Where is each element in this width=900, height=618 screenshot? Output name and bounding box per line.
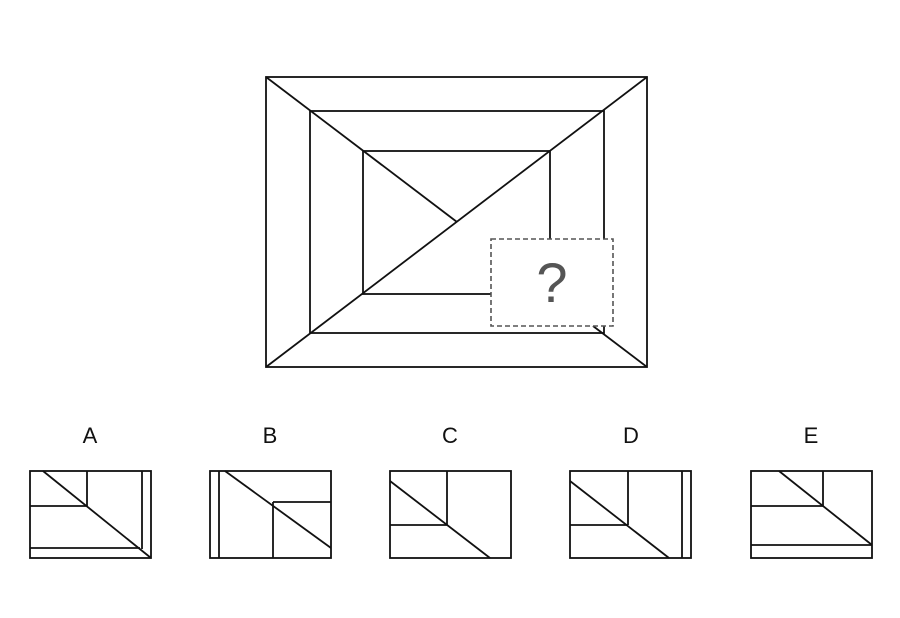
main-inner-frame	[362, 150, 551, 295]
main-figure: ?	[265, 76, 648, 368]
option-e-label: E	[804, 423, 819, 448]
option-c[interactable]	[389, 470, 512, 559]
option-a[interactable]	[29, 470, 152, 559]
main-diagonal-bottom-right-corner	[592, 325, 648, 368]
option-b[interactable]	[209, 470, 332, 559]
option-c-diagonal	[389, 480, 491, 559]
option-e-diagonal	[778, 470, 873, 546]
option-a-frame	[29, 470, 152, 559]
option-c-label: C	[442, 423, 458, 448]
option-d-frame	[569, 470, 692, 559]
option-d-diagonal	[569, 480, 670, 559]
option-b-frame	[209, 470, 332, 559]
main-outer-frame	[265, 76, 648, 368]
option-d[interactable]	[569, 470, 692, 559]
option-e-frame	[750, 470, 873, 559]
option-b-label: B	[263, 423, 278, 448]
missing-piece-question-mark: ?	[536, 251, 567, 314]
missing-piece-box	[490, 238, 614, 327]
main-diagonal-top-left-to-center	[265, 76, 458, 223]
option-a-label: A	[83, 423, 98, 448]
main-middle-frame	[309, 110, 605, 334]
option-e[interactable]	[750, 470, 873, 559]
option-a-diagonal	[42, 470, 152, 559]
option-c-frame	[389, 470, 512, 559]
option-b-diagonal	[224, 470, 332, 549]
option-d-label: D	[623, 423, 639, 448]
